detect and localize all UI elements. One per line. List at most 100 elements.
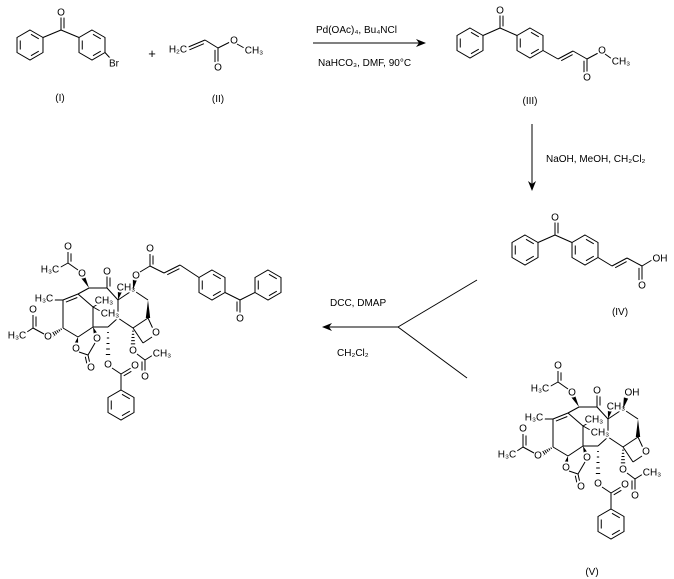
ch3-label: CH₃	[591, 428, 610, 439]
step3-conditions-above: DCC, DMAP	[330, 298, 386, 309]
aromatic-inner-bond	[585, 255, 595, 262]
single-bond	[634, 473, 644, 480]
benzene-ring	[597, 508, 625, 540]
atom-label: O	[562, 463, 570, 474]
wedge-bond	[93, 327, 99, 336]
hashed-bond	[60, 328, 63, 331]
aromatic-inner-bond	[470, 48, 480, 55]
double-bond	[557, 50, 574, 60]
ring-outline	[16, 29, 44, 61]
aromatic-inner-bond	[585, 238, 595, 245]
carbonyl-oxygen: O	[496, 6, 504, 17]
wedge-bond	[73, 337, 79, 346]
atom-label: O	[621, 480, 629, 491]
compound-label-V: (V)	[585, 567, 598, 578]
compound-I-bromobenzophenone: OBr	[16, 6, 122, 72]
aromatic-inner-bond	[611, 529, 621, 536]
single-bond	[77, 326, 94, 338]
double-bond	[189, 43, 205, 51]
ring-outline	[254, 269, 282, 301]
h3c-label: H₃C	[531, 384, 550, 395]
single-bond	[23, 327, 34, 335]
ring-outline	[78, 29, 106, 61]
single-bond	[142, 336, 153, 344]
h3c-label: H₃C	[525, 413, 544, 424]
wedge-bond	[145, 300, 151, 318]
aromatic-inner-bond	[92, 50, 102, 57]
single-bond	[537, 234, 556, 243]
single-bond	[607, 436, 624, 448]
benzene-ring	[571, 234, 599, 266]
double-bond	[185, 39, 206, 49]
atom-label: O	[87, 363, 95, 374]
single-bond	[32, 327, 45, 335]
single-bond	[582, 421, 591, 427]
single-bond	[92, 306, 103, 313]
aromatic-inner-bond	[30, 50, 40, 57]
single-bond	[607, 408, 624, 420]
aromatic-inner-bond	[525, 255, 535, 262]
benzene-ring	[16, 29, 44, 61]
atom-label: O	[104, 360, 112, 371]
compound-label-I: (I)	[55, 93, 64, 104]
single-bond	[144, 354, 154, 361]
single-bond	[132, 289, 149, 301]
single-bond	[78, 351, 89, 356]
hashed-bond	[546, 448, 549, 453]
step3-conditions-below: CH₂Cl₂	[337, 348, 369, 359]
single-bond	[596, 406, 609, 420]
aromatic-inner-bond	[525, 238, 535, 245]
wedge-bond	[607, 409, 613, 419]
ch3-label: CH₃	[643, 468, 662, 479]
ch3-label: CH₃	[117, 283, 136, 294]
ring-outline	[571, 234, 599, 266]
single-bond	[567, 412, 584, 427]
atom-label: O	[638, 281, 646, 292]
single-bond	[582, 425, 593, 432]
hydroxyl-label: OH	[625, 388, 640, 399]
single-bond	[499, 27, 518, 36]
benzene-ring	[456, 27, 484, 59]
atom-label: O	[230, 36, 238, 47]
single-bond	[87, 342, 96, 356]
single-bond	[557, 381, 569, 390]
atom-label: O	[132, 271, 140, 282]
single-bond	[622, 408, 639, 420]
wedge-bond	[583, 446, 589, 455]
wedge-bond	[623, 397, 629, 409]
wedge-bond	[81, 275, 89, 288]
atom-label: O	[577, 482, 585, 493]
h2c-label: H₂C	[169, 45, 187, 56]
benzene-ring	[198, 269, 226, 301]
atom-label: O	[214, 63, 222, 74]
hashed-bond	[58, 329, 61, 332]
wedge-bond	[571, 394, 579, 407]
single-bond	[132, 327, 144, 344]
single-bond	[601, 486, 612, 494]
step2-conditions: NaOH, MeOH, CH₂Cl₂	[546, 154, 646, 165]
single-bond	[622, 446, 634, 463]
single-bond	[179, 264, 200, 278]
double-bond	[120, 367, 132, 375]
aromatic-inner-bond	[30, 33, 40, 40]
ch3-label: CH₃	[95, 296, 114, 307]
aromatic-inner-bond	[268, 290, 278, 297]
double-bond	[62, 293, 79, 301]
benzene-ring	[516, 27, 544, 59]
single-bond	[77, 293, 94, 308]
hashed-bond	[540, 451, 544, 457]
double-bond	[552, 412, 569, 420]
single-bond	[111, 367, 122, 375]
aromatic-inner-bond	[92, 33, 102, 40]
compound-label-IV: (IV)	[612, 307, 628, 318]
single-bond	[577, 461, 586, 475]
atom-label: O	[146, 244, 154, 255]
single-bond	[67, 262, 79, 271]
hashed-bond	[54, 330, 58, 335]
single-bond	[117, 317, 134, 329]
single-bond	[62, 327, 79, 338]
single-bond	[107, 317, 119, 328]
benzene-ring	[107, 389, 135, 421]
